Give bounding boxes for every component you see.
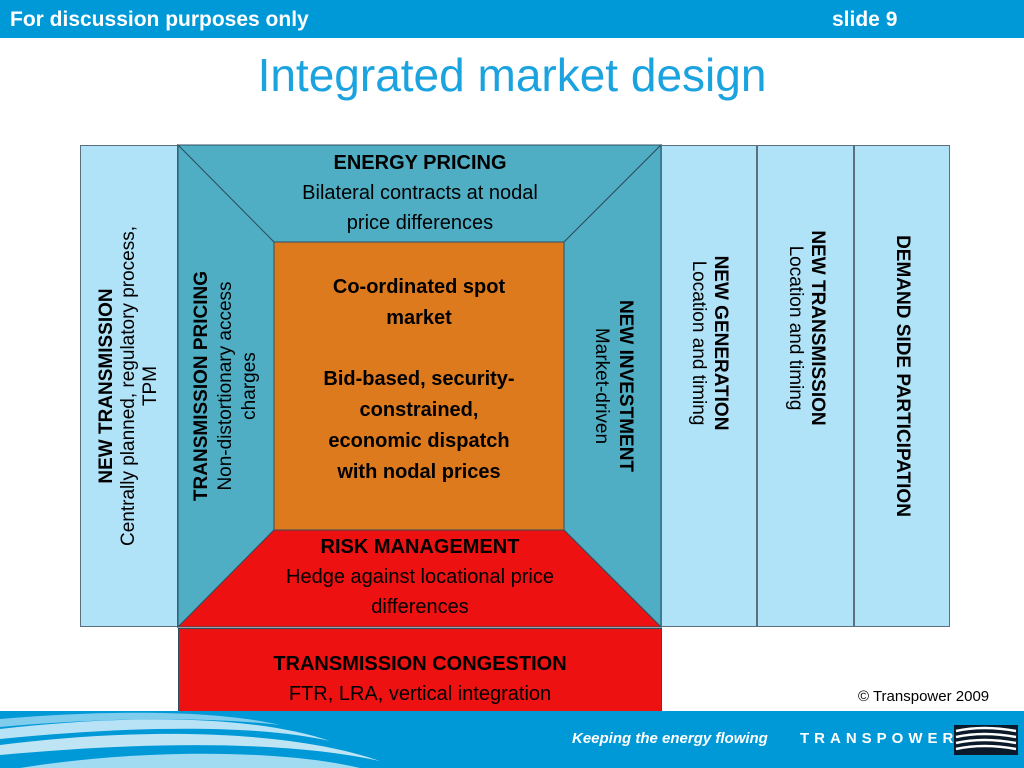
new-investment-heading: NEW INVESTMENT [614, 299, 636, 473]
footer-bar: Keeping the energy flowing TRANSPOWER [0, 711, 1024, 768]
spot-market-line1: Co-ordinated spot [332, 276, 506, 298]
new-generation-text: NEW GENERATION Location and timing [687, 255, 731, 430]
new-transmission-right-line1: Location and timing [784, 246, 806, 411]
new-generation-line1: Location and timing [688, 260, 709, 426]
energy-pricing-line2: price differences [346, 212, 494, 234]
new-investment-text: NEW INVESTMENT Market-driven [589, 300, 637, 472]
discussion-label: For discussion purposes only [10, 8, 309, 31]
spot-market-line6: with nodal prices [337, 461, 501, 483]
transmission-pricing-text: TRANSMISSION PRICING Non-distortionary a… [190, 271, 262, 501]
brand-logo-icon [954, 725, 1018, 755]
new-generation-heading: NEW GENERATION [710, 255, 731, 431]
spot-market-box [273, 241, 565, 531]
slide-title: Integrated market design [257, 49, 767, 101]
new-transmission-left-column: NEW TRANSMISSION Centrally planned, regu… [80, 145, 178, 627]
demand-side-text: DEMAND SIDE PARTICIPATION [891, 235, 913, 517]
new-investment-line1: Market-driven [590, 327, 612, 445]
spot-market-line2: market [386, 307, 452, 329]
demand-side-column: DEMAND SIDE PARTICIPATION [854, 145, 950, 627]
transmission-pricing-line2: charges [239, 352, 260, 420]
transmission-congestion-heading: TRANSMISSION CONGESTION [273, 653, 567, 675]
spot-market-line5: economic dispatch [328, 430, 510, 452]
spot-market-text: Co-ordinated spot market Bid-based, secu… [280, 272, 558, 488]
transmission-pricing-region: TRANSMISSION PRICING Non-distortionary a… [178, 242, 274, 530]
new-transmission-right-heading: NEW TRANSMISSION [806, 230, 828, 427]
energy-pricing-line1: Bilateral contracts at nodal [302, 182, 538, 204]
risk-management-line1: Hedge against locational price [286, 566, 554, 588]
transmission-congestion-box: TRANSMISSION CONGESTION FTR, LRA, vertic… [178, 628, 662, 724]
transmission-congestion-line1: FTR, LRA, vertical integration [288, 683, 552, 705]
spot-market-spacer [280, 334, 558, 364]
new-investment-region: NEW INVESTMENT Market-driven [564, 242, 661, 530]
transmission-pricing-heading: TRANSMISSION PRICING [191, 270, 212, 502]
energy-pricing-heading: ENERGY PRICING [333, 152, 507, 174]
copyright-text: © Transpower 2009 [858, 688, 990, 705]
slide-number: slide 9 [832, 8, 898, 31]
new-generation-column: NEW GENERATION Location and timing [661, 145, 757, 627]
energy-pricing-text: ENERGY PRICING Bilateral contracts at no… [240, 148, 600, 238]
wave-graphic [0, 712, 380, 768]
transmission-pricing-line1: Non-distortionary access [215, 281, 236, 491]
risk-management-heading: RISK MANAGEMENT [320, 536, 520, 558]
risk-management-text: RISK MANAGEMENT Hedge against locational… [230, 532, 610, 622]
risk-management-line2: differences [371, 596, 469, 618]
header-bar: For discussion purposes only slide 9 [0, 0, 1024, 38]
new-transmission-right-column: NEW TRANSMISSION Location and timing [757, 145, 854, 627]
demand-side-heading: DEMAND SIDE PARTICIPATION [892, 235, 913, 518]
spot-market-line4: constrained, [359, 399, 479, 421]
transmission-congestion-text: TRANSMISSION CONGESTION FTR, LRA, vertic… [179, 649, 661, 709]
new-transmission-right-text: NEW TRANSMISSION Location and timing [784, 231, 828, 426]
tagline: Keeping the energy flowing [572, 730, 768, 747]
brand-name: TRANSPOWER [800, 730, 959, 747]
spot-market-line3: Bid-based, security- [323, 368, 515, 390]
